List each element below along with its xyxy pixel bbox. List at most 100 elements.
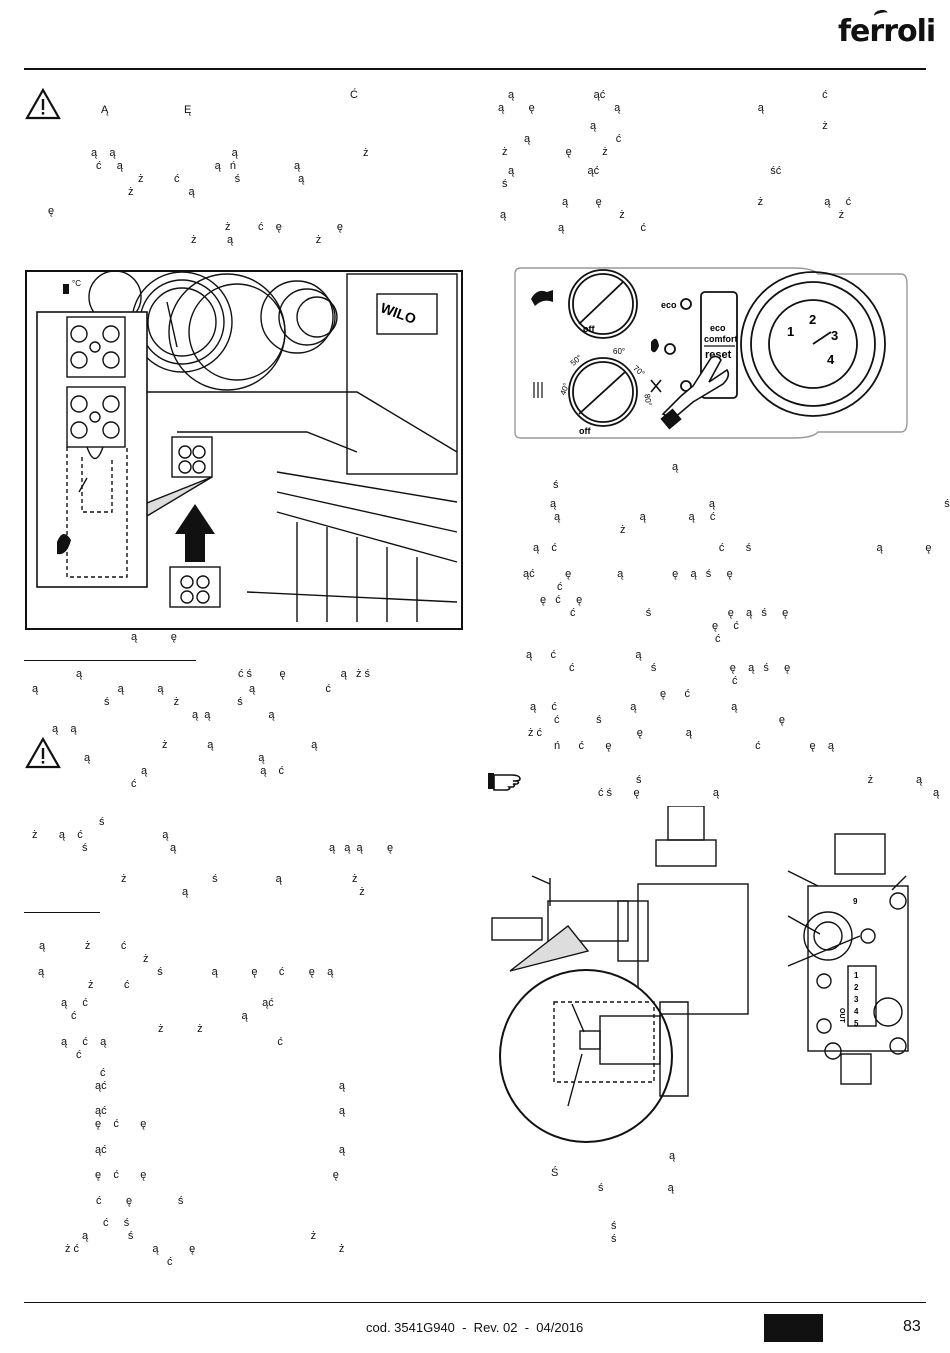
text-line: ą ąć ść	[508, 165, 782, 177]
pump-brand-label: WILO	[378, 299, 418, 327]
gauge-num-3: 3	[831, 328, 838, 343]
text-line: ą ą	[84, 752, 265, 764]
warning-triangle-icon	[25, 88, 61, 120]
text-line: ś	[502, 178, 508, 190]
text-line: ąć ę ą ę ą ś ę	[523, 568, 733, 580]
dial-top-off: off	[583, 324, 595, 334]
text-line: ę ć	[660, 688, 690, 700]
warning-triangle-icon	[25, 737, 61, 769]
text-line: ąć ą	[95, 1144, 346, 1156]
text-line: ą ć ą ą	[530, 701, 738, 713]
valve-out-label: OUT	[838, 1008, 845, 1024]
text-line: ć ś ę	[554, 714, 786, 726]
text-line: ę ć ę	[540, 594, 583, 606]
page-number: 83	[903, 1318, 921, 1335]
footer-rule	[24, 1302, 926, 1303]
text-line: ą ż ć	[39, 940, 127, 952]
text-line: ą	[672, 461, 679, 473]
text-line: ą ąć ć	[508, 89, 828, 101]
text-line: ą ć	[558, 222, 647, 234]
text-line: ę	[48, 205, 55, 217]
pointing-hand-note-icon	[487, 770, 523, 799]
eco-comfort-label-1: eco	[710, 323, 726, 333]
text-line: ż ę ż	[502, 146, 608, 158]
text-line: ć ś	[103, 1217, 130, 1229]
text-line: Ś	[551, 1167, 559, 1179]
text-line: ą ś ą ę ć ę ą	[38, 966, 334, 978]
text-line: ż ą ż	[191, 234, 322, 246]
text-line: ż ć ę ę	[225, 221, 343, 233]
text-line: Ę	[184, 104, 192, 116]
text-line: ą ż	[182, 886, 365, 898]
text-line: ą ą ą ż	[91, 147, 369, 159]
gauge-num-1: 1	[787, 324, 794, 339]
text-line: ż ć ę ą	[528, 727, 692, 739]
valve-terminal-2: 2	[854, 983, 859, 992]
text-line: ż	[143, 953, 149, 965]
text-line: ś	[611, 1233, 617, 1245]
text-line: ą ą ą	[192, 709, 275, 721]
text-line: ś ą	[598, 1182, 674, 1194]
text-line: ż ż	[158, 1023, 203, 1035]
text-line: ż ć ą ę ż	[65, 1243, 345, 1255]
text-line: ż	[620, 524, 626, 536]
gauge-num-2: 2	[809, 312, 816, 327]
text-line: ć ą	[71, 1010, 248, 1022]
text-line: ą ą ć	[141, 765, 285, 777]
text-line: ć ś ę ą ś ę	[569, 662, 791, 674]
text-line: ć	[167, 1256, 173, 1268]
text-line: ą ś ż	[82, 1230, 317, 1242]
text-line: ń ć ę ć ę ą ć	[554, 740, 950, 752]
valve-terminal-5: 5	[854, 1019, 859, 1028]
text-line: ą ę ż ą ć	[562, 196, 852, 208]
text-line: ą ć ś ę ą ż ś	[76, 668, 371, 680]
text-line: ę ć ę ę	[95, 1169, 339, 1181]
eco-comfort-label-2: comfort	[704, 334, 738, 344]
text-line: ś ż ś	[104, 696, 243, 708]
text-line: Ć	[350, 89, 358, 101]
text-line: ż ą	[128, 186, 195, 198]
text-line: ć ę ś	[96, 1195, 184, 1207]
valve-number-label: 9	[853, 897, 858, 906]
text-line: ś	[99, 816, 105, 828]
text-line: ś ą ą ą ą ę	[82, 842, 394, 854]
temp-40: 40°	[558, 382, 571, 396]
text-line: ż ś ą ż	[121, 873, 358, 885]
text-line: ą ą ą ć	[554, 511, 716, 523]
section-underline	[24, 660, 196, 661]
dial-bottom-off: off	[579, 426, 591, 436]
text-line: ć ą ą ń ą	[96, 160, 301, 172]
text-line: ć ś ę ą ś ę	[570, 607, 789, 619]
header-rule	[24, 68, 926, 70]
text-line: ą ż	[590, 120, 828, 132]
temp-80: 80°	[642, 393, 653, 406]
text-line: ć	[715, 633, 721, 645]
text-line: ś	[553, 479, 559, 491]
text-line: ć	[100, 1067, 106, 1079]
text-line: ę ć	[712, 620, 739, 632]
temp-60: 60°	[613, 347, 625, 356]
text-line: ą ć ąć	[61, 997, 274, 1009]
pump-gauge-mark: °C	[72, 279, 81, 288]
text-line: ć	[557, 581, 563, 593]
text-line: ę ć ę	[95, 1118, 147, 1130]
ferroli-logo: ferroli	[838, 14, 936, 49]
text-line: ą ć	[524, 133, 622, 145]
text-line: ś ż ą	[636, 774, 923, 786]
section-underline	[24, 912, 100, 913]
control-panel-figure: off off 40° 50° 60° 70° 80° eco eco comf…	[513, 264, 908, 442]
text-line: ą ć ą ć	[61, 1036, 283, 1048]
text-line: ć ś ę ą ą ą	[598, 787, 950, 799]
text-line: ą ę	[131, 631, 177, 643]
text-line: ą ć ć ś ą ę	[533, 542, 932, 554]
text-line: ą ą ą ą ć	[32, 683, 331, 695]
text-line: ą ę ą ą	[498, 102, 764, 114]
text-line: ż ą ć ą	[32, 829, 169, 841]
valve-terminal-3: 3	[854, 995, 859, 1004]
text-line: ć	[732, 675, 738, 687]
text-line: ć	[131, 778, 137, 790]
text-line: ż ć ś ą	[138, 173, 305, 185]
text-line: ż ć	[88, 979, 130, 991]
gauge-num-4: 4	[827, 352, 835, 367]
pump-connector-figure: °C WILO	[25, 270, 463, 630]
